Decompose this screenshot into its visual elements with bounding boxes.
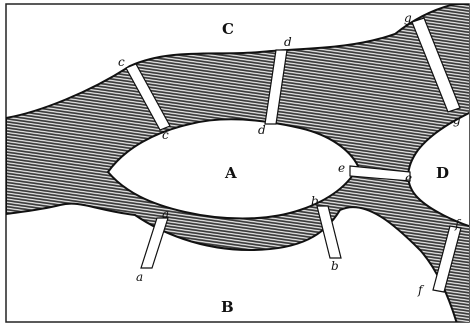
bridge-a-label-top: a — [162, 207, 169, 221]
bridge-b-label-bottom: b — [331, 259, 339, 273]
bridge-c-label-bottom: c — [162, 128, 169, 142]
bridge-g-label-bottom: g — [453, 113, 461, 127]
bridge-e-label-right: e — [405, 171, 412, 185]
bridge-c-label-top: c — [118, 55, 125, 69]
bridge-e-label-left: e — [338, 161, 345, 175]
region-label-d: D — [436, 164, 449, 182]
bridge-d-label-top: d — [284, 35, 292, 49]
bridge-b-label-top: b — [311, 194, 319, 208]
bridge-d-label-bottom: d — [258, 123, 266, 137]
region-label-b: B — [221, 298, 234, 316]
region-label-a: A — [224, 164, 237, 182]
bridge-g-label-top: g — [404, 11, 412, 25]
region-label-c: C — [222, 20, 234, 38]
bridge-a-label-bottom: a — [136, 270, 143, 284]
